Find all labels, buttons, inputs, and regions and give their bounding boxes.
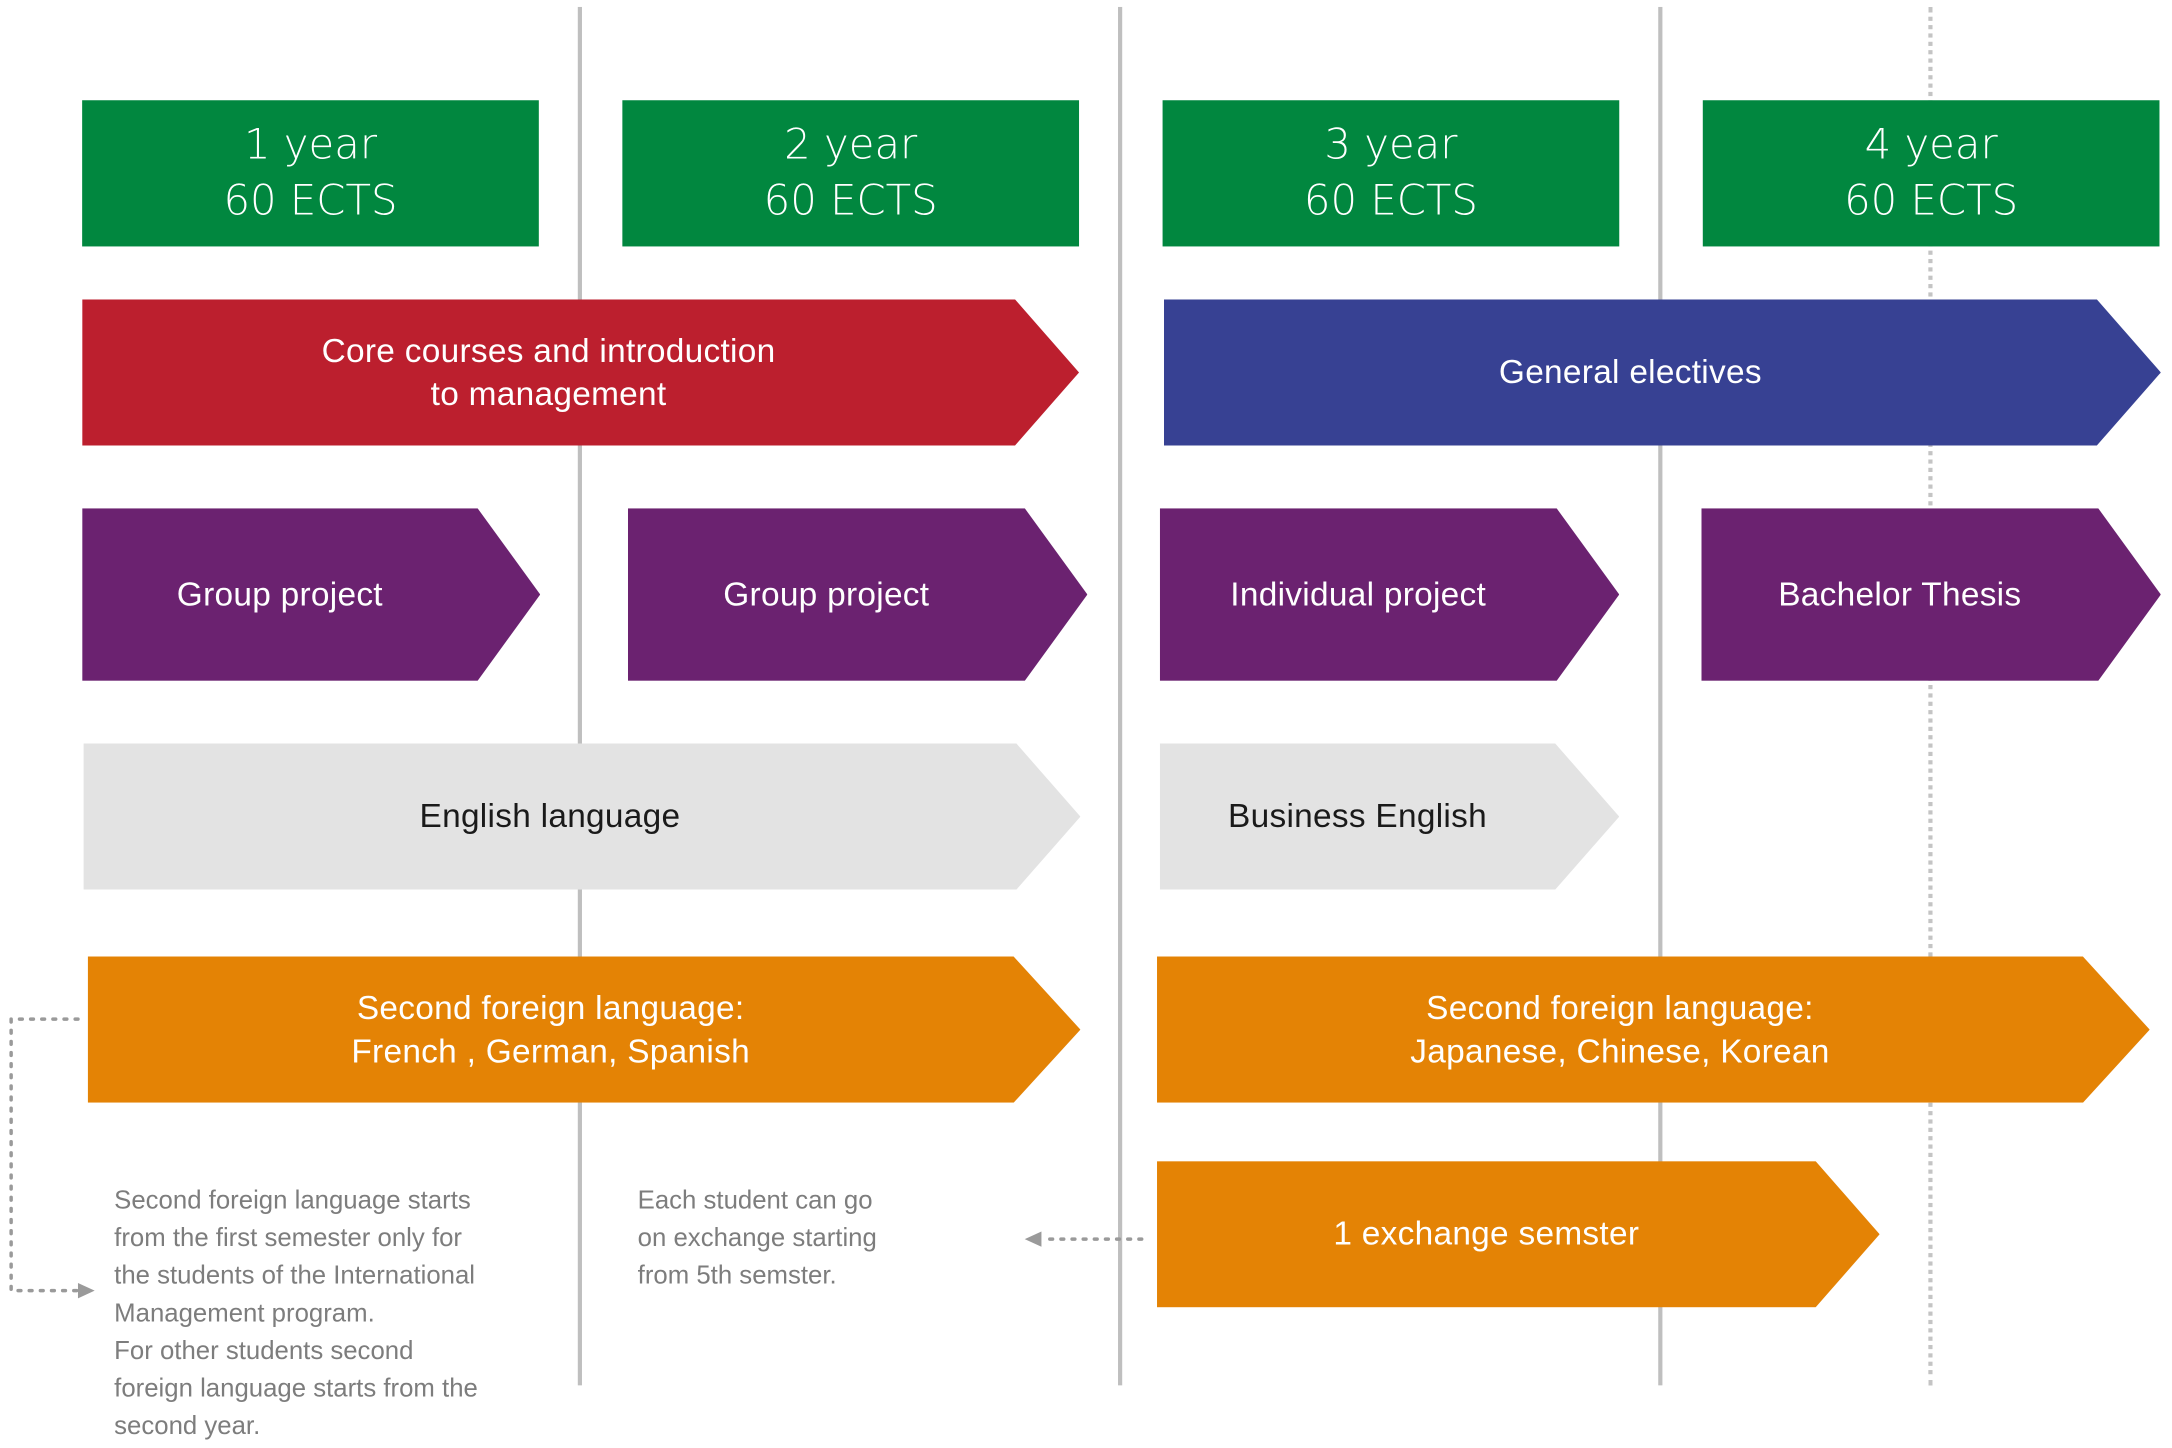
bachelor-thesis-arrow: Bachelor Thesis (1701, 508, 2160, 681)
note-line: the students of the International (114, 1260, 476, 1290)
group-project-2-arrow: Group project (628, 508, 1087, 681)
second-language-note: Second foreign language starts from the … (114, 1181, 478, 1444)
arrowhead-icon (1024, 1231, 1042, 1247)
exchange-note: Each student can go on exchange starting… (638, 1181, 877, 1294)
note-line: foreign language starts from the (114, 1372, 478, 1403)
divider-line-3 (1658, 6, 1663, 1386)
year-1-label: 1 year (243, 120, 378, 170)
note-line: on exchange starting (637, 1222, 877, 1252)
year-2-label: 2 year (784, 120, 918, 170)
business-english-label: Business English (1228, 797, 1487, 836)
individual-project-arrow: Individual project (1160, 508, 1619, 681)
group-project-1-label: Group project (176, 575, 383, 614)
general-electives-label: General electives (1498, 353, 1762, 392)
individual-project-label: Individual project (1230, 575, 1487, 614)
note-line: from the first semester only for (114, 1222, 463, 1252)
year-3-credits: 60 ECTS (1303, 176, 1478, 225)
business-english-arrow: Business English (1160, 743, 1619, 889)
core-courses-arrow: Core courses and introduction to managem… (82, 299, 1079, 445)
year-2-credits: 60 ECTS (763, 176, 938, 225)
second-language-european-line-1: Second foreign language: (356, 989, 745, 1027)
second-language-european-line-2: French , German, Spanish (351, 1032, 750, 1070)
core-courses-line-1: Core courses and introduction (321, 332, 776, 370)
year-1-credits: 60 ECTS (223, 176, 398, 225)
year-1-header: 1 year 60 ECTS (82, 100, 539, 247)
group-project-1-arrow: Group project (82, 508, 540, 681)
second-language-connector (9, 1017, 80, 1293)
second-language-european-arrow: Second foreign language: French , German… (88, 957, 1081, 1103)
general-electives-arrow: General electives (1164, 299, 2161, 445)
group-project-2-label: Group project (723, 575, 930, 614)
note-line: from 5th semster. (637, 1260, 837, 1290)
note-line: For other students second (114, 1335, 414, 1365)
year-4-label: 4 year (1864, 120, 1998, 170)
divider-line-dotted (1928, 6, 1933, 1386)
bachelor-thesis-label: Bachelor Thesis (1778, 575, 2022, 614)
arrowhead-icon (77, 1283, 95, 1299)
second-language-asian-line-1: Second foreign language: (1426, 989, 1814, 1027)
year-2-header: 2 year 60 ECTS (622, 100, 1080, 247)
second-language-asian-line-2: Japanese, Chinese, Korean (1410, 1032, 1830, 1070)
year-3-header: 3 year 60 ECTS (1162, 100, 1620, 247)
note-line: Management program. (114, 1297, 375, 1327)
note-line: Each student can go (637, 1184, 873, 1215)
year-4-header: 4 year 60 ECTS (1702, 100, 2160, 247)
year-3-label: 3 year (1324, 120, 1458, 170)
english-language-label: English language (419, 797, 681, 836)
core-courses-line-2: to management (430, 375, 667, 413)
second-language-asian-arrow: Second foreign language: Japanese, Chine… (1157, 957, 2150, 1103)
exchange-semester-arrow: 1 exchange semster (1157, 1161, 1880, 1307)
note-line: Second foreign language starts (114, 1184, 471, 1215)
english-language-arrow: English language (84, 743, 1081, 889)
divider-line-1 (577, 6, 582, 1386)
year-4-credits: 60 ECTS (1844, 176, 2019, 225)
note-line: second year. (114, 1410, 261, 1440)
exchange-semester-label: 1 exchange semster (1333, 1215, 1640, 1254)
divider-line-2 (1118, 6, 1123, 1386)
